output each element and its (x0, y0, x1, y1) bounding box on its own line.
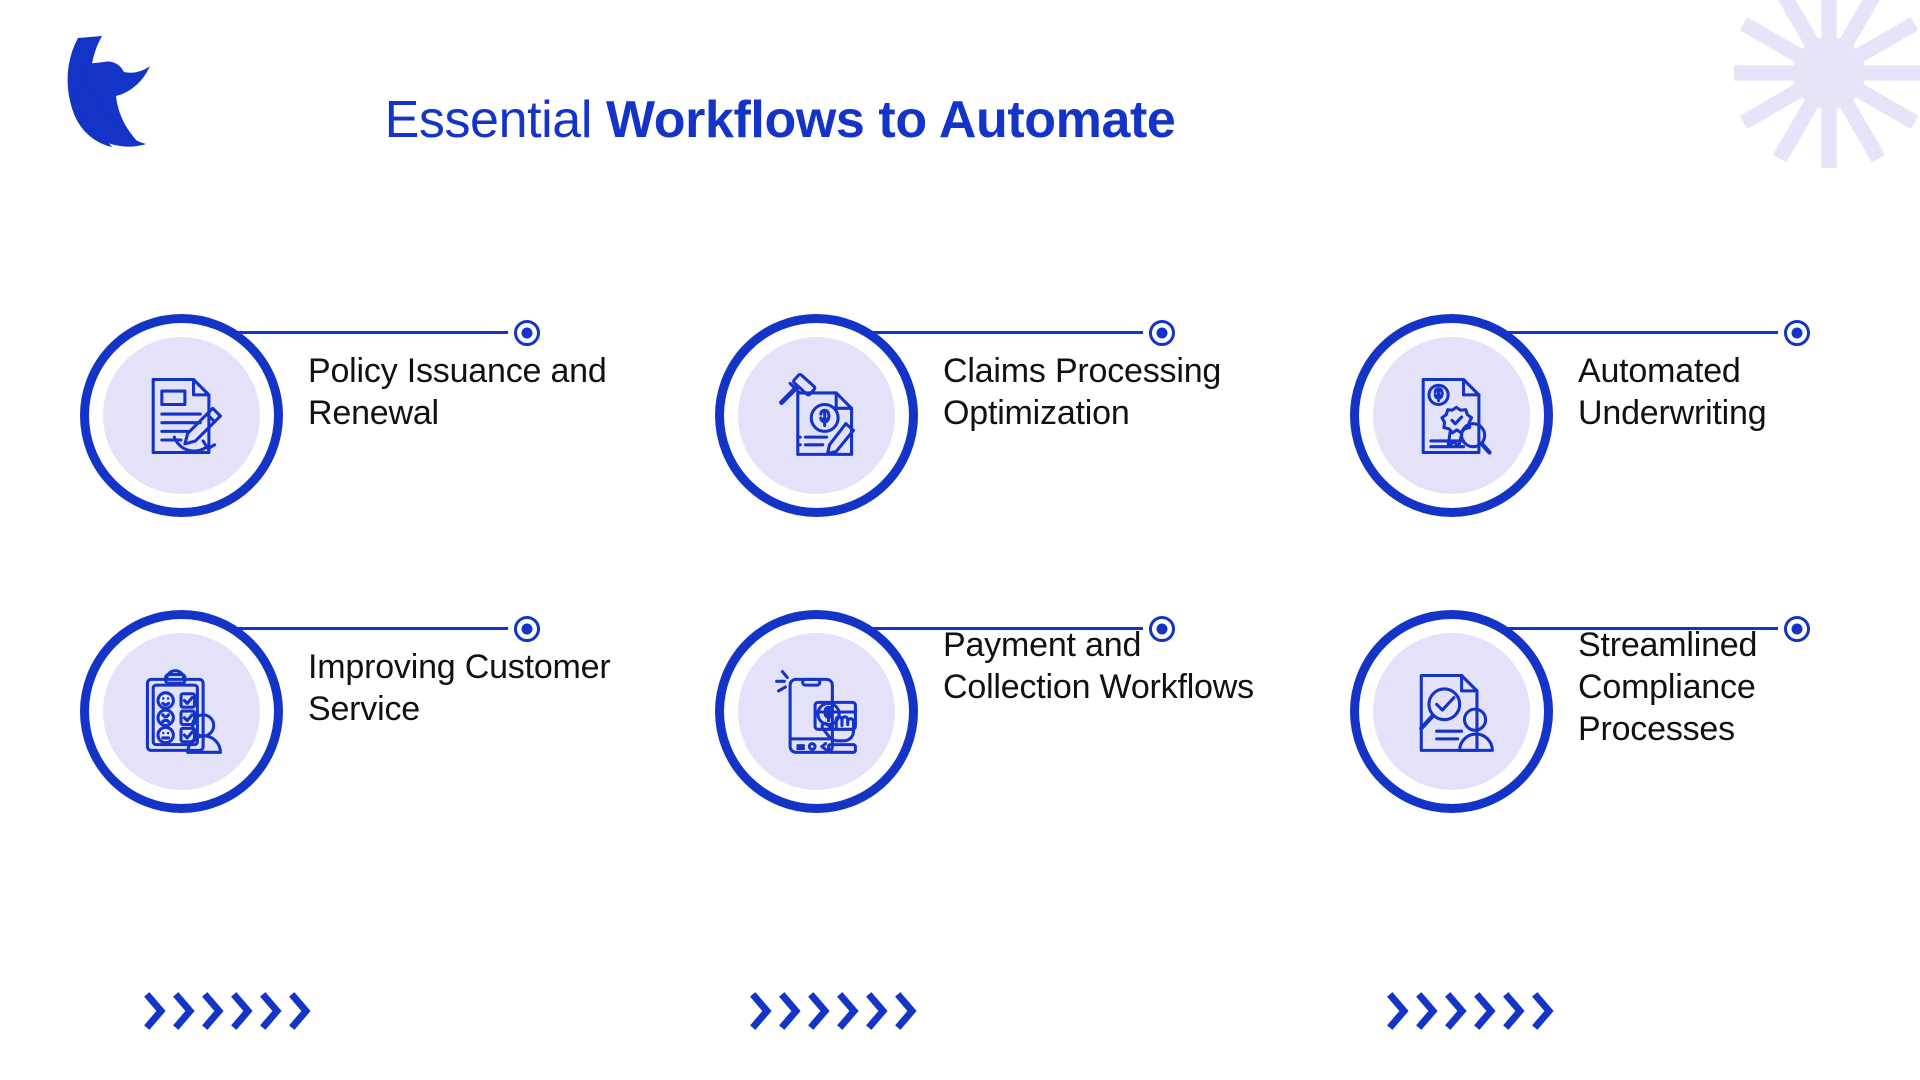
connector-segment (865, 331, 1143, 334)
connector-segment (230, 331, 508, 334)
icon-circle-inner-0 (103, 337, 260, 494)
chevron-right-icon (1416, 992, 1438, 1030)
chevron-right-icon (750, 992, 772, 1030)
connector-line-0 (230, 320, 540, 346)
connector-endpoint-dot (1149, 320, 1175, 346)
document-check-person-icon (1418, 673, 1494, 752)
workflow-item-customer-service[interactable]: Improving Customer Service (70, 596, 690, 892)
workflow-item-compliance-processes[interactable]: Streamlined Compliance Processes (1340, 596, 1920, 892)
chevron-right-icon (1387, 992, 1409, 1030)
chevron-right-icon (289, 992, 311, 1030)
chevron-right-icon (231, 992, 253, 1030)
connector-endpoint-dot (1784, 320, 1810, 346)
chevron-right-icon (779, 992, 801, 1030)
workflow-row-2: Improving Customer Service (0, 596, 1920, 892)
icon-circle-5[interactable] (1350, 610, 1553, 813)
workflow-item-automated-underwriting[interactable]: Automated Underwriting (1340, 300, 1920, 596)
workflow-item-policy-issuance[interactable]: Policy Issuance and Renewal (70, 300, 690, 596)
chevron-right-icon (808, 992, 830, 1030)
chevron-right-icon (866, 992, 888, 1030)
chevron-right-icon (1445, 992, 1467, 1030)
workflow-grid: Policy Issuance and Renewal (0, 300, 1920, 892)
icon-circle-3[interactable] (80, 610, 283, 813)
chevron-right-icon (1503, 992, 1525, 1030)
page-title-bold: Workflows to Automate (606, 91, 1176, 149)
chevron-right-icon (1532, 992, 1554, 1030)
chevron-right-icon (260, 992, 282, 1030)
connector-segment (1500, 331, 1778, 334)
gavel-document-dollar-icon (778, 372, 855, 456)
workflow-item-payment-collection[interactable]: Payment and Collection Workflows (705, 596, 1325, 892)
page-title: Essential Workflows to Automate (0, 91, 1920, 149)
chevron-right-icon (895, 992, 917, 1030)
workflow-label-5: Streamlined Compliance Processes (1578, 626, 1758, 749)
icon-circle-2[interactable] (1350, 314, 1553, 517)
workflow-label-3: Improving Customer Service (308, 648, 611, 729)
connector-line-2 (1500, 320, 1810, 346)
page-title-light: Essential (384, 91, 607, 149)
chevron-right-icon (144, 992, 166, 1030)
icon-circle-inner-4 (738, 633, 895, 790)
workflow-row-1: Policy Issuance and Renewal (0, 300, 1920, 596)
certificate-magnifier-icon (1421, 377, 1492, 455)
eagle-logo (67, 36, 150, 147)
chevron-right-icon (173, 992, 195, 1030)
clipboard-survey-person-icon (145, 668, 222, 754)
connector-segment (230, 627, 508, 630)
chevron-group-2 (1385, 990, 1556, 1032)
workflow-label-1: Claims Processing Optimization (943, 352, 1222, 433)
icon-circle-inner-3 (103, 633, 260, 790)
icon-circle-4[interactable] (715, 610, 918, 813)
workflow-item-claims-processing[interactable]: Claims Processing Optimization (705, 300, 1325, 596)
connector-endpoint-dot (514, 320, 540, 346)
workflow-label-4: Payment and Collection Workflows (943, 626, 1254, 707)
mobile-payment-card-icon (774, 669, 857, 754)
workflow-label-0: Policy Issuance and Renewal (308, 352, 607, 433)
chevron-right-icon (1474, 992, 1496, 1030)
connector-line-1 (865, 320, 1175, 346)
connector-line-3 (230, 616, 540, 642)
document-with-pencil-icon (151, 377, 222, 454)
icon-circle-inner-5 (1373, 633, 1530, 790)
workflow-label-2: Automated Underwriting (1578, 352, 1767, 433)
icon-circle-inner-2 (1373, 337, 1530, 494)
icon-circle-inner-1 (738, 337, 895, 494)
icon-circle-0[interactable] (80, 314, 283, 517)
connector-endpoint-dot (514, 616, 540, 642)
chevron-right-icon (837, 992, 859, 1030)
chevron-right-icon (202, 992, 224, 1030)
icon-circle-1[interactable] (715, 314, 918, 517)
chevron-group-0 (142, 990, 313, 1032)
chevron-group-1 (748, 990, 919, 1032)
